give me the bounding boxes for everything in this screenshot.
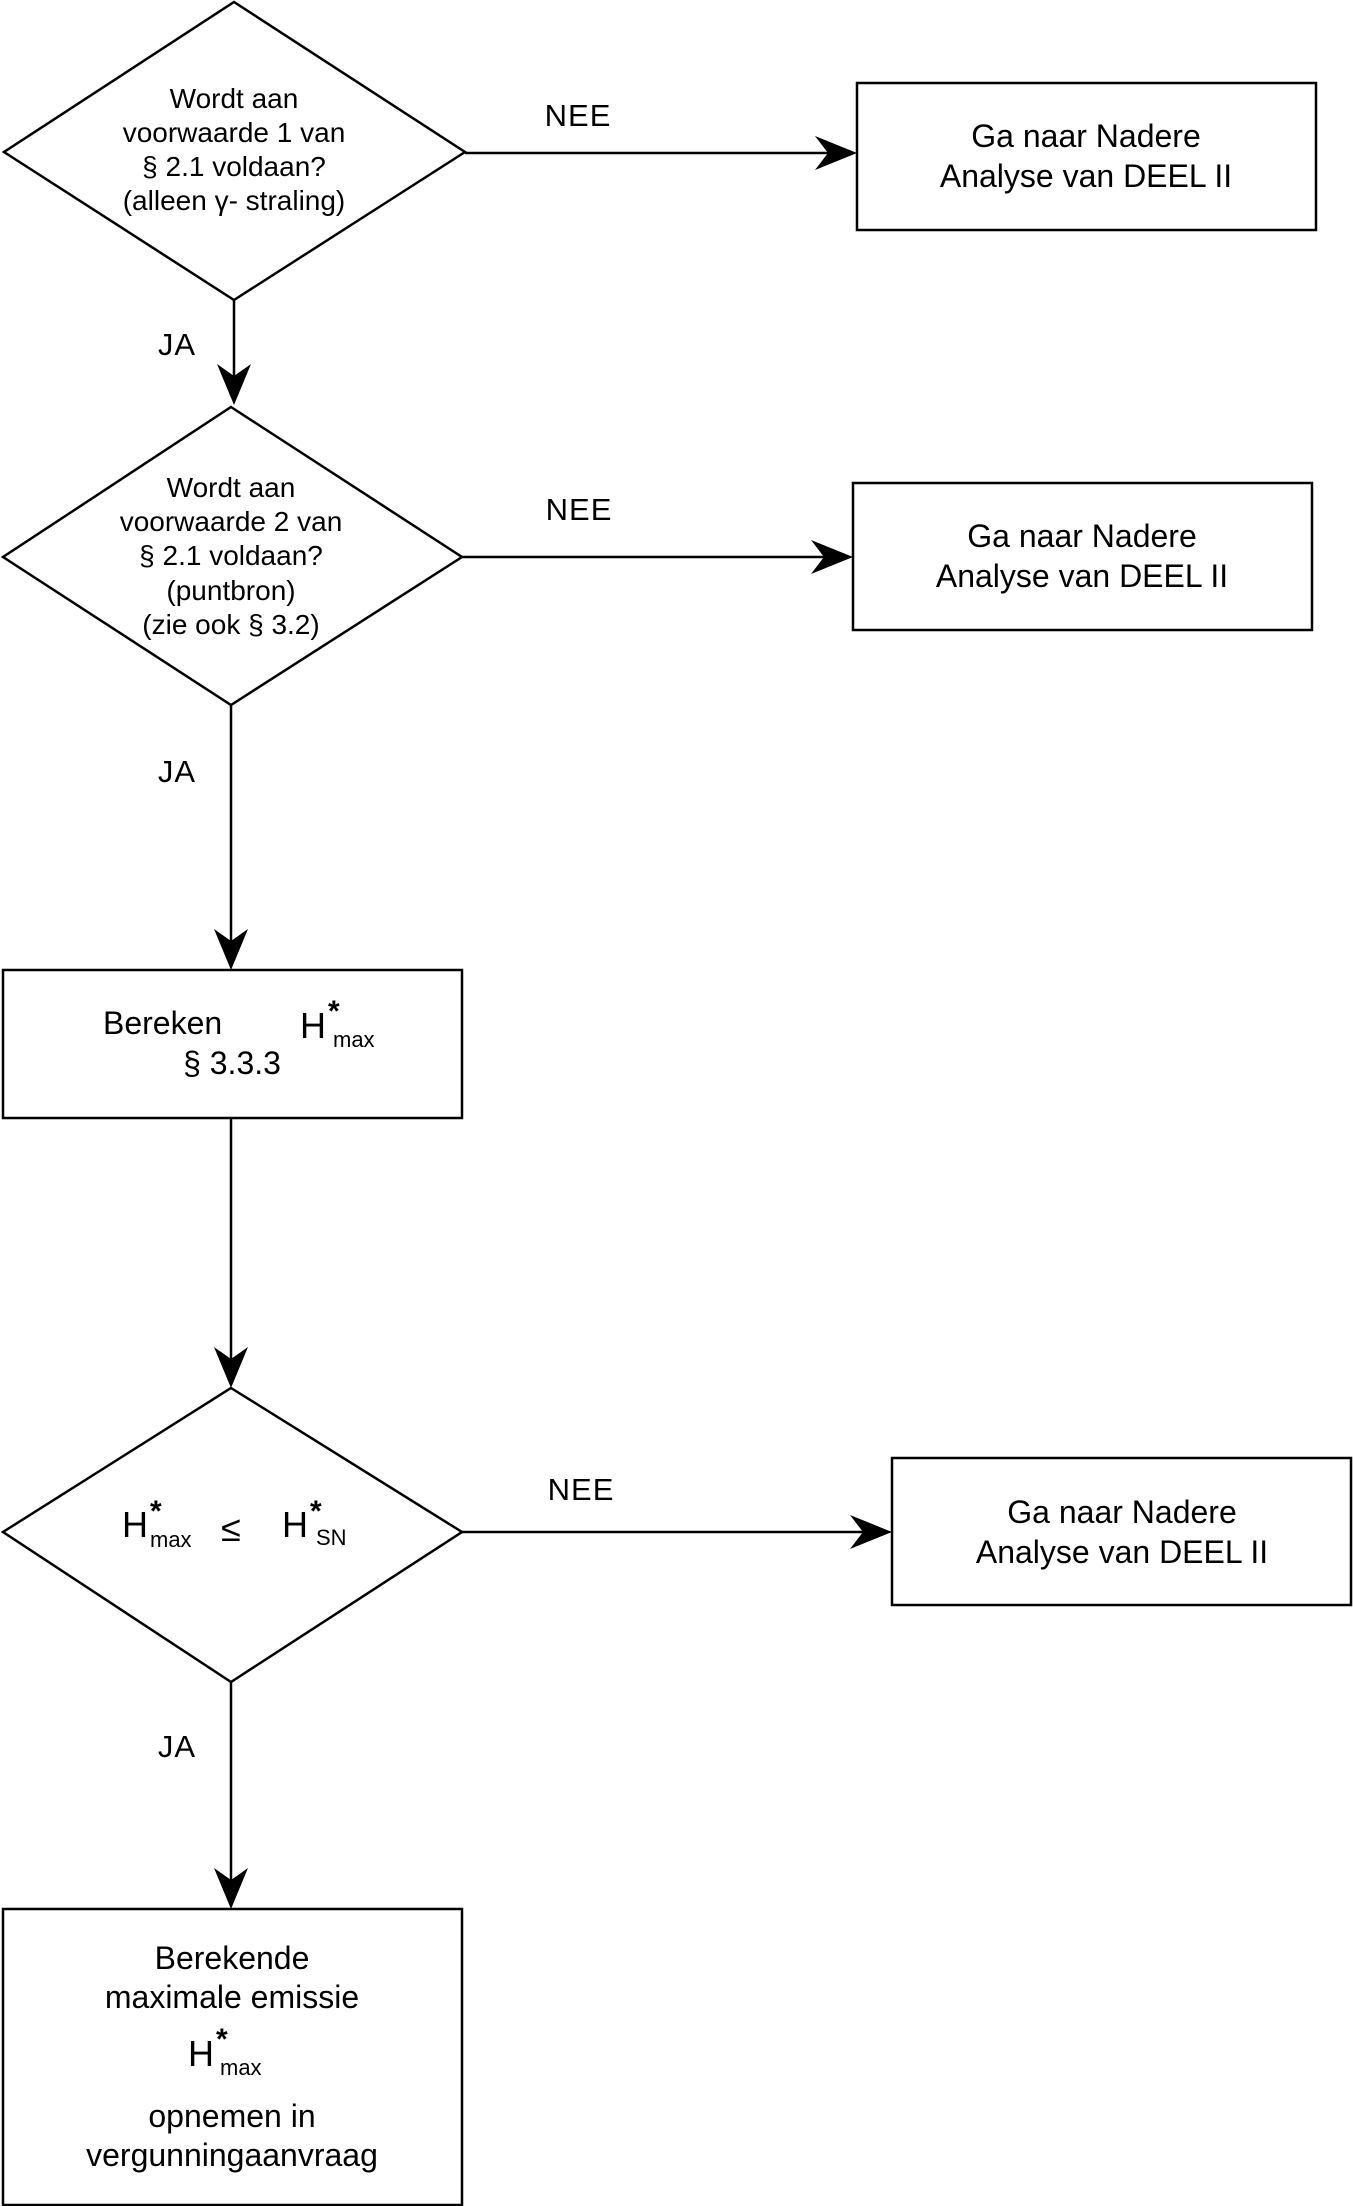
label-nee-3: NEE — [548, 1472, 615, 1507]
decision-3-left-sub: max — [150, 1527, 192, 1552]
box-nadere-analyse-3 — [890, 1456, 1353, 1607]
arrowhead-d3-ja — [214, 1868, 248, 1909]
decision-3-right-sup: * — [310, 1495, 322, 1528]
bereken-sup: * — [328, 995, 340, 1028]
final-symbol: H — [188, 2033, 214, 2074]
box-3-line-1: Ga naar Nadere — [1007, 1494, 1236, 1530]
decision-2-line-5: (zie ook § 3.2) — [142, 609, 319, 640]
arrowhead-d1-ja — [217, 364, 251, 405]
arrowhead-d1-nee — [815, 136, 857, 170]
final-line-4: vergunningaanvraag — [86, 2137, 378, 2173]
bereken-sub: max — [333, 1027, 375, 1052]
decision-2-line-3: § 2.1 voldaan? — [139, 540, 323, 571]
box-2-line-1: Ga naar Nadere — [967, 518, 1196, 554]
box-1-line-2: Analyse van DEEL II — [940, 158, 1232, 194]
box-1-line-1: Ga naar Nadere — [971, 118, 1200, 154]
label-nee-2: NEE — [546, 492, 613, 527]
final-sup: * — [216, 2023, 228, 2056]
label-nee-1: NEE — [545, 98, 612, 133]
decision-1-line-3: § 2.1 voldaan? — [142, 151, 326, 182]
box-berekende-emissie — [1, 1907, 464, 2206]
decision-1-line-2: voorwaarde 1 van — [123, 117, 346, 148]
bereken-symbol: H — [300, 1005, 326, 1046]
bereken-ref: § 3.3.3 — [183, 1045, 281, 1081]
box-3-line-2: Analyse van DEEL II — [976, 1534, 1268, 1570]
decision-1-line-1: Wordt aan — [170, 83, 299, 114]
decision-3-right-sub: SN — [316, 1525, 347, 1550]
final-line-1: Berekende — [155, 1940, 310, 1976]
decision-2-line-4: (puntbron) — [166, 575, 295, 606]
decision-2-line-2: voorwaarde 2 van — [120, 506, 343, 537]
decision-3-left-sup: * — [150, 1495, 162, 1528]
arrowhead-d3-nee — [850, 1515, 892, 1549]
box-bereken — [1, 968, 464, 1120]
decision-3-operator: ≤ — [221, 1508, 241, 1549]
final-sub: max — [220, 2055, 262, 2080]
box-nadere-analyse-1 — [855, 81, 1318, 232]
box-nadere-analyse-2 — [851, 481, 1314, 632]
box-2-line-2: Analyse van DEEL II — [936, 558, 1228, 594]
arrowhead-bereken-d3 — [214, 1347, 248, 1388]
decision-1-line-4: (alleen γ- straling) — [123, 185, 346, 216]
decision-2-line-1: Wordt aan — [167, 472, 296, 503]
bereken-word: Bereken — [103, 1005, 222, 1041]
decision-3-left-symbol: H — [122, 1504, 148, 1545]
final-line-2: maximale emissie — [105, 1979, 359, 2015]
label-ja-1: JA — [158, 327, 196, 362]
label-ja-3: JA — [158, 1729, 196, 1764]
arrowhead-d2-nee — [811, 540, 853, 574]
label-ja-2: JA — [158, 754, 196, 789]
final-line-3: opnemen in — [148, 2098, 315, 2134]
arrowhead-d2-ja — [214, 929, 248, 970]
decision-3-right-symbol: H — [282, 1504, 308, 1545]
